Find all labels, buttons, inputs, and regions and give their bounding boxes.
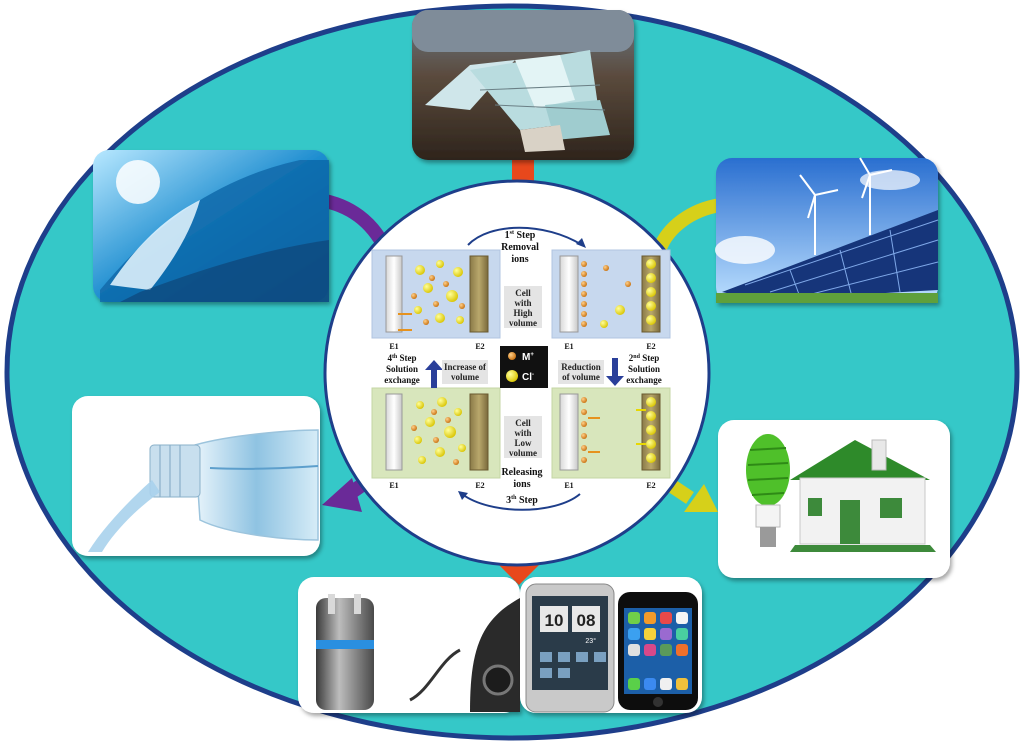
- ocean-wave-photo: [93, 150, 329, 302]
- arrow-step3: [461, 493, 581, 511]
- step1-line2: Removal: [501, 242, 539, 253]
- electrode-e1-bottom-left: [385, 393, 403, 471]
- high-volume-line3: High: [513, 308, 532, 318]
- ions-top-right: [581, 259, 656, 328]
- arrow-step4-up: [425, 360, 443, 388]
- ions-bottom-right: [581, 397, 656, 463]
- arrowhead-step1: [576, 238, 586, 248]
- step1-label: 1st Step: [505, 230, 536, 241]
- reduction-line1: Reduction: [561, 362, 601, 372]
- ions-top-left: [398, 260, 465, 331]
- green-house-photo: [718, 420, 950, 578]
- electrode-e2-bottom-left: [469, 393, 489, 471]
- step4-line2: Solution: [386, 364, 418, 374]
- label-e2-tl: E2: [475, 342, 484, 351]
- arrowhead-step3: [458, 491, 468, 500]
- electrode-e1-top-left: [385, 255, 403, 333]
- label-e1-br: E1: [564, 481, 573, 490]
- step4-label: 4th Step: [387, 353, 416, 363]
- phone-minute: 08: [577, 611, 596, 630]
- legend-anion-label: Cl-: [522, 372, 534, 383]
- reduction-volume-box: [558, 360, 604, 384]
- step3-line3: ions: [513, 479, 530, 490]
- step2-label: 2nd Step: [629, 353, 659, 363]
- arrow-step1: [467, 226, 583, 246]
- solar-wind-photo: [715, 157, 939, 303]
- smartphones-photo: 10 08 23°: [520, 577, 702, 713]
- increase-volume-box: [442, 360, 488, 384]
- low-volume-line2: with: [514, 428, 531, 438]
- low-volume-line1: Cell: [515, 418, 531, 428]
- label-e1-tr: E1: [564, 342, 573, 351]
- high-volume-box: [504, 286, 542, 328]
- high-volume-line1: Cell: [515, 288, 531, 298]
- salt-flats-photo: [412, 10, 634, 160]
- step4-line3: exchange: [384, 375, 420, 385]
- electrode-e1-bottom-right: [559, 393, 579, 471]
- legend-cation-label: M+: [522, 352, 534, 363]
- step1-line3: ions: [511, 254, 528, 265]
- electrode-e1-top-right: [559, 255, 579, 333]
- ions-bottom-left: [411, 397, 466, 465]
- label-e2-bl: E2: [475, 481, 484, 490]
- legend-anion-dot: [506, 370, 518, 382]
- legend-cation-dot: [508, 352, 516, 360]
- label-e2-tr: E2: [646, 342, 655, 351]
- high-volume-line2: with: [514, 298, 531, 308]
- arrow-step2-down: [606, 358, 624, 386]
- phone-hour: 10: [545, 611, 564, 630]
- ion-legend: [500, 346, 548, 388]
- connector-upper-right: [653, 198, 722, 251]
- increase-line2: volume: [451, 372, 479, 382]
- label-e2-br: E2: [646, 481, 655, 490]
- water-bottle-photo: [72, 396, 320, 556]
- increase-line1: Increase of: [444, 362, 487, 372]
- reduction-line2: of volume: [562, 372, 600, 382]
- step3-line2: Releasing: [501, 467, 542, 478]
- phone-temp: 23°: [585, 637, 596, 645]
- electrode-e2-top-left: [469, 255, 489, 333]
- cdi-cycle-diagram: E1 E2 E1 E2 E1 E2 E1 E2 1st Step Removal…: [371, 226, 671, 511]
- label-e1-bl: E1: [389, 481, 398, 490]
- low-volume-line4: volume: [509, 448, 537, 458]
- step3-label: 3th Step: [506, 495, 538, 506]
- low-volume-box: [504, 416, 542, 458]
- step2-line3: exchange: [626, 375, 662, 385]
- high-volume-line4: volume: [509, 318, 537, 328]
- step2-line2: Solution: [628, 364, 660, 374]
- electric-plug-photo: [298, 577, 520, 713]
- low-volume-line3: Low: [514, 438, 532, 448]
- label-e1-tl: E1: [389, 342, 398, 351]
